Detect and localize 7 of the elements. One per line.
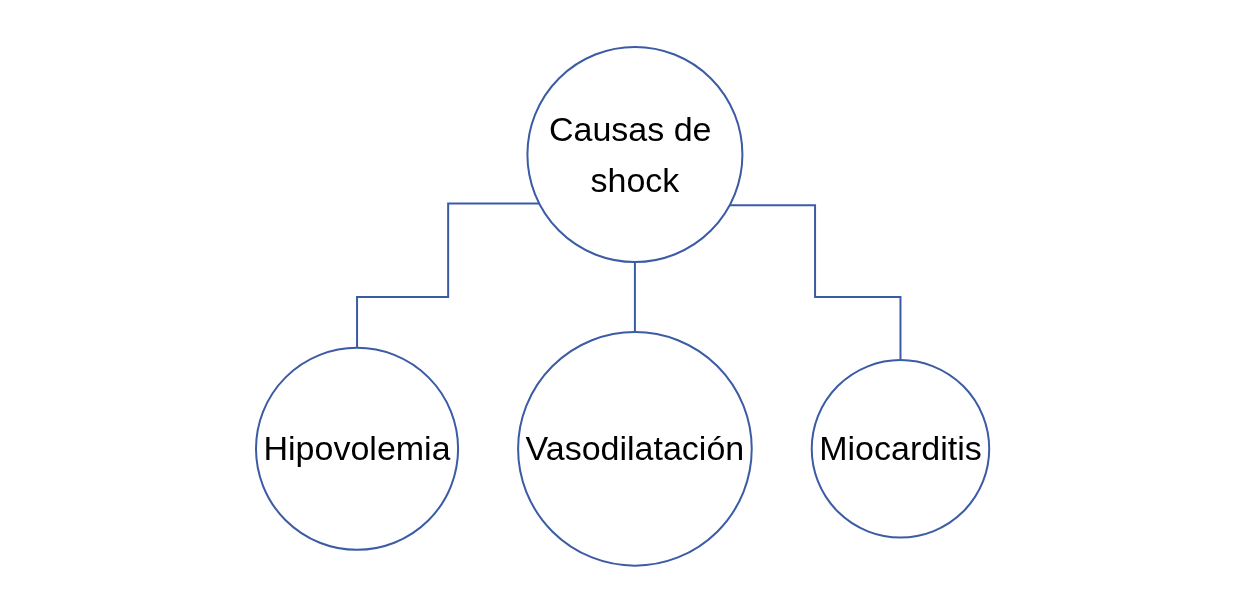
- node-circle: Hipovolemia: [255, 346, 460, 551]
- connector: [729, 204, 902, 361]
- node-circle: Vasodilatación: [517, 330, 754, 567]
- node-circle: Miocarditis: [811, 358, 991, 539]
- node-circle: Causas de shock: [526, 45, 744, 263]
- connector: [634, 260, 637, 333]
- connector: [356, 202, 541, 349]
